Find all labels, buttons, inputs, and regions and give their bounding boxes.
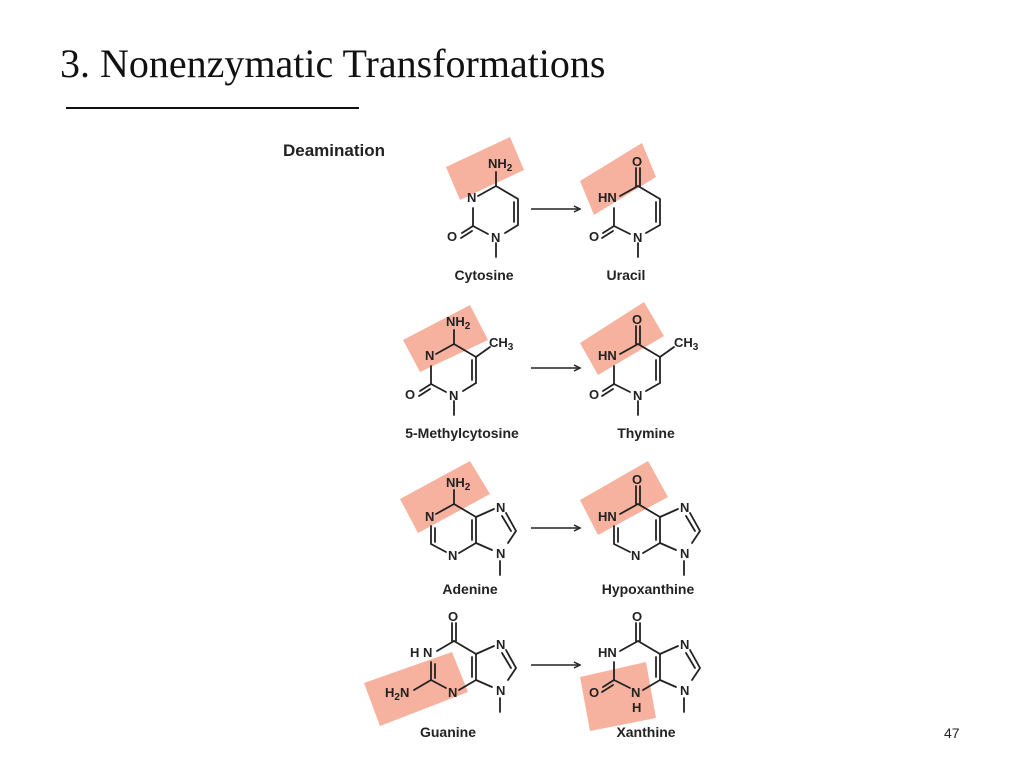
atom-o: O: [632, 609, 642, 624]
highlight-cytosine-amino: [446, 137, 524, 200]
atom-n: N: [425, 509, 434, 524]
reaction-guanine-xanthine: O H N H2N N N N Guanine O HN O: [364, 609, 702, 740]
atom-nh2: NH2: [446, 475, 471, 493]
label-hypoxanthine: Hypoxanthine: [602, 581, 695, 597]
title-underline: [66, 107, 359, 109]
atom-n: N: [631, 548, 640, 563]
atom-o: O: [632, 472, 642, 487]
label-guanine: Guanine: [420, 724, 476, 740]
slide-title: 3. Nonenzymatic Transformations: [60, 41, 606, 86]
atom-n: N: [680, 500, 689, 515]
atom-n: N: [680, 683, 689, 698]
highlight-hypoxanthine-carbonyl: [580, 461, 668, 535]
label-uracil: Uracil: [607, 267, 646, 283]
atom-n: N: [496, 683, 505, 698]
highlight-methylcytosine-amino: [403, 305, 488, 372]
atom-n: N: [631, 685, 640, 700]
atom-hn: HN: [598, 645, 617, 660]
label-thymine: Thymine: [617, 425, 675, 441]
atom-o: O: [632, 154, 642, 169]
atom-h2n: H2N: [385, 685, 409, 703]
methylcytosine-structure: NH2 CH3 N N O: [405, 314, 514, 416]
atom-hn: H N: [410, 645, 432, 660]
atom-o: O: [589, 685, 599, 700]
atom-n: N: [496, 637, 505, 652]
arrow-head: [573, 364, 582, 372]
label-adenine: Adenine: [442, 581, 497, 597]
atom-n: N: [496, 500, 505, 515]
guanine-structure: O H N H2N N N N: [385, 609, 518, 713]
atom-o: O: [405, 387, 415, 402]
atom-o: O: [448, 609, 458, 624]
atom-o: O: [589, 387, 599, 402]
atom-ch3: CH3: [674, 335, 699, 353]
atom-n: N: [467, 190, 476, 205]
atom-n: N: [633, 230, 642, 245]
atom-n: N: [633, 388, 642, 403]
atom-n: N: [448, 685, 457, 700]
atom-n: N: [680, 546, 689, 561]
reaction-adenine-hypoxanthine: NH2 N N N N Adenine O HN N N N: [400, 461, 702, 597]
atom-n: N: [425, 348, 434, 363]
reaction-methylcytosine-thymine: NH2 CH3 N N O 5-Methylcytosine O CH3 HN …: [403, 302, 699, 441]
highlight-adenine-amino: [400, 461, 490, 533]
atom-nh2: NH2: [446, 314, 471, 332]
xanthine-structure: O HN O N H N N: [589, 609, 702, 715]
atom-hn: HN: [598, 190, 617, 205]
page-number: 47: [944, 725, 960, 741]
highlight-uracil-carbonyl: [580, 143, 656, 215]
arrow-head: [573, 524, 582, 532]
highlight-xanthine-carbonyl: [580, 662, 656, 731]
arrow-head: [573, 661, 582, 669]
atom-n: N: [448, 548, 457, 563]
label-cytosine: Cytosine: [454, 267, 513, 283]
atom-o: O: [632, 312, 642, 327]
atom-ch3: CH3: [489, 335, 514, 353]
atom-n: N: [496, 546, 505, 561]
reaction-cytosine-uracil: NH2 N N O Cytosine O HN N O Uracil: [446, 137, 661, 283]
atom-hn: HN: [598, 348, 617, 363]
atom-n: N: [491, 230, 500, 245]
atom-hn: HN: [598, 509, 617, 524]
atom-n: N: [680, 637, 689, 652]
highlight-thymine-carbonyl: [580, 302, 664, 375]
arrow-head: [573, 205, 582, 213]
thymine-structure: O CH3 HN N O: [589, 312, 699, 416]
hypoxanthine-structure: O HN N N N: [598, 472, 702, 576]
atom-o: O: [589, 229, 599, 244]
atom-o: O: [447, 229, 457, 244]
deamination-heading: Deamination: [283, 141, 385, 160]
cytosine-structure: NH2 N N O: [447, 156, 519, 258]
label-xanthine: Xanthine: [616, 724, 675, 740]
atom-h: H: [632, 700, 641, 715]
label-5-methylcytosine: 5-Methylcytosine: [405, 425, 519, 441]
atom-nh2: NH2: [488, 156, 513, 174]
adenine-structure: NH2 N N N N: [425, 475, 518, 576]
atom-n: N: [449, 388, 458, 403]
uracil-structure: O HN N O: [589, 154, 661, 258]
